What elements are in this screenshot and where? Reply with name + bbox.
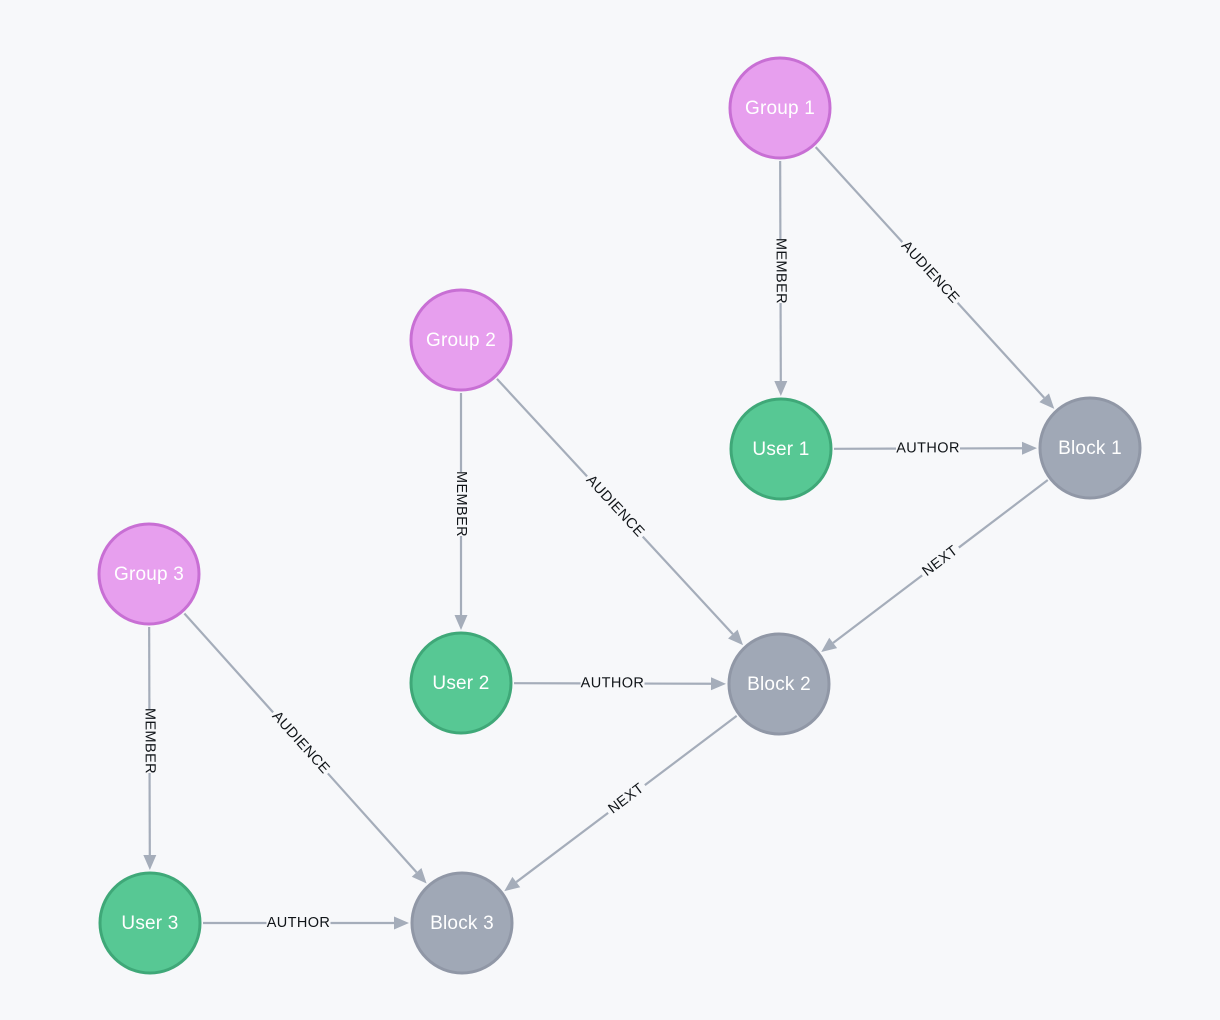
edge-label-author: AUTHOR (581, 675, 645, 691)
node-circle-block1[interactable] (1038, 396, 1142, 500)
edge-line-segment (183, 612, 274, 714)
edge-label-layer: MEMBER AUDIENCE AUTHOR NEXT MEMBER AUDIENCE AU… (142, 238, 963, 931)
graph-node-user3[interactable]: User 3 (98, 871, 202, 975)
node-circle-group1[interactable] (728, 56, 832, 160)
edge-label-author: AUTHOR (267, 915, 331, 931)
edge-line-segment (832, 574, 923, 644)
graph-node-group3[interactable]: Group 3 (97, 522, 201, 626)
graph-node-group1[interactable]: Group 1 (728, 56, 832, 160)
graph-node-block3[interactable]: Block 3 (410, 871, 514, 975)
arrowhead-icon (728, 629, 744, 646)
edge-label-audience: AUDIENCE (583, 472, 648, 540)
edge-line-segment (644, 715, 738, 787)
edge-label-next: NEXT (919, 543, 961, 580)
edge-label-next: NEXT (605, 780, 647, 817)
arrowhead-icon (1021, 441, 1037, 455)
edge-line-segment (515, 811, 609, 883)
arrowhead-icon (143, 854, 157, 870)
arrowhead-icon (710, 677, 726, 691)
edge-layer (143, 146, 1055, 930)
edge-line-segment (814, 146, 904, 243)
edge-label-member: MEMBER (453, 471, 469, 537)
arrowhead-icon (504, 876, 521, 892)
node-circle-block2[interactable] (727, 632, 831, 736)
arrowhead-icon (411, 868, 427, 884)
edge-line-segment (641, 535, 734, 635)
graph-node-block2[interactable]: Block 2 (727, 632, 831, 736)
edge-label-audience: AUDIENCE (269, 708, 333, 777)
graph-node-user1[interactable]: User 1 (729, 397, 833, 501)
edge-line-segment (956, 302, 1045, 399)
arrowhead-icon (774, 380, 788, 396)
edge-label-member: MEMBER (142, 708, 158, 774)
edge-label-audience: AUDIENCE (898, 238, 962, 307)
arrowhead-icon (821, 637, 838, 652)
edge-line-segment (496, 378, 588, 478)
node-circle-group3[interactable] (97, 522, 201, 626)
node-circle-group2[interactable] (409, 288, 513, 392)
edge-line-segment (958, 479, 1049, 549)
node-layer: Group 1 Group 2 Group 3 User 1 User 2 User 3 B… (97, 56, 1142, 975)
node-circle-user3[interactable] (98, 871, 202, 975)
edge-label-member: MEMBER (773, 238, 789, 304)
edge-line-segment (327, 772, 418, 874)
edge-label-author: AUTHOR (896, 440, 960, 456)
arrowhead-icon (394, 916, 409, 930)
node-circle-user1[interactable] (729, 397, 833, 501)
graph-node-block1[interactable]: Block 1 (1038, 396, 1142, 500)
node-circle-block3[interactable] (410, 871, 514, 975)
node-circle-user2[interactable] (409, 631, 513, 735)
arrowhead-icon (454, 615, 468, 630)
graph-node-group2[interactable]: Group 2 (409, 288, 513, 392)
arrowhead-icon (1039, 393, 1055, 409)
graph-node-user2[interactable]: User 2 (409, 631, 513, 735)
